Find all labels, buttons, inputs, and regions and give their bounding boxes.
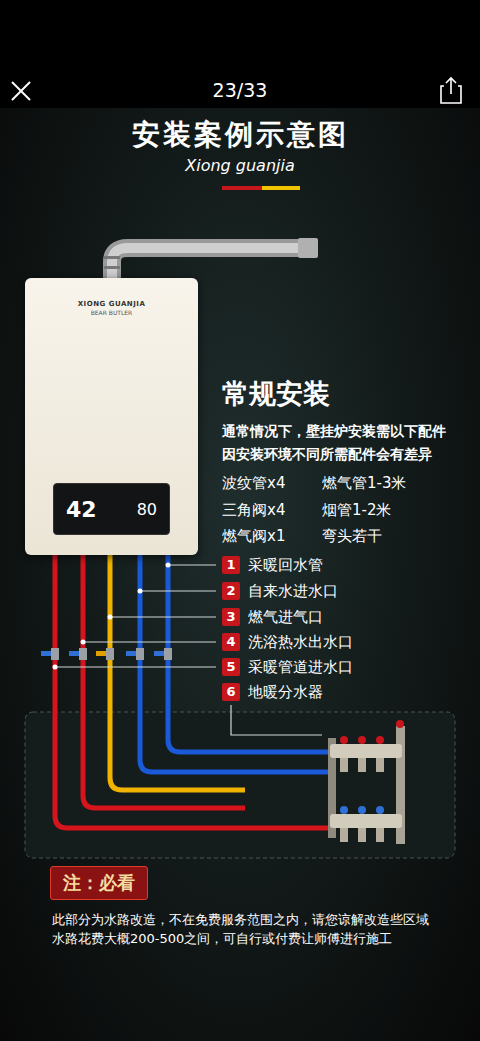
- manifold-port: [340, 758, 348, 772]
- callout-number: 3: [222, 608, 240, 626]
- control-display: 42 80: [53, 483, 170, 535]
- node-text: 42: [66, 497, 97, 522]
- close-stroke: [12, 82, 30, 100]
- valve-handle: [41, 651, 51, 656]
- node-text: 4: [225, 633, 237, 651]
- close-stroke: [12, 82, 30, 100]
- valve-handle: [69, 651, 79, 656]
- leader-dot: [138, 589, 143, 594]
- part-item: 弯头若干: [322, 527, 382, 546]
- callout-label: 采暖回水管: [248, 556, 323, 575]
- valve-body: [106, 648, 114, 660]
- manifold-cap: [396, 720, 404, 728]
- note-text: 此部分为水路改造，不在免费服务范围之内，请您谅解改造些区域水路花费大概200-5…: [52, 910, 437, 948]
- close-icon: [12, 82, 30, 100]
- section-heading: 常规安装: [222, 376, 330, 412]
- callout-label: 自来水进水口: [248, 582, 338, 601]
- node-text: 80: [137, 500, 157, 519]
- valve-body: [51, 648, 59, 660]
- intro-text: 通常情况下，壁挂炉安装需以下配件: [222, 423, 446, 441]
- floor-manifold: [328, 720, 405, 844]
- valve-handle: [96, 651, 106, 656]
- leader-line: [168, 564, 216, 565]
- leader-dots: [53, 563, 171, 670]
- callout-label: 燃气进气口: [248, 608, 323, 627]
- callout-number: 1: [222, 556, 240, 574]
- manifold-cap: [358, 806, 366, 814]
- callout-number: 2: [222, 582, 240, 600]
- leader-dot: [108, 615, 113, 620]
- callout-number: 6: [222, 683, 240, 701]
- part-item: 燃气阀x1: [222, 527, 285, 546]
- callout-label: 采暖管道进水口: [248, 658, 353, 677]
- page-counter: 23/33: [0, 79, 480, 101]
- valve-body: [79, 648, 87, 660]
- leader-line: [55, 666, 216, 667]
- part-item: 波纹管x4: [222, 474, 285, 493]
- callout-label: 洗浴热水出水口: [248, 633, 353, 652]
- node-text: 3: [225, 608, 237, 626]
- page-title: 安装案例示意图: [0, 116, 480, 154]
- node-text: 注：必看: [63, 871, 135, 895]
- flue-cap: [298, 238, 318, 258]
- valve-handle: [126, 651, 136, 656]
- valves: [41, 648, 172, 660]
- valve-body: [164, 648, 172, 660]
- accent-yellow: [262, 186, 300, 190]
- valve-body: [136, 648, 144, 660]
- leader-dot: [81, 640, 86, 645]
- node-text: 1: [225, 556, 237, 574]
- node-text: 2: [225, 582, 237, 600]
- part-item: 三角阀x4: [222, 501, 285, 520]
- callout-number: 4: [222, 633, 240, 651]
- callout-number: 5: [222, 658, 240, 676]
- flue-rib: [104, 266, 120, 269]
- manifold-cap: [376, 806, 384, 814]
- leader-line: [83, 641, 216, 642]
- node-text: 6: [225, 683, 237, 701]
- manifold-port: [358, 828, 366, 842]
- flue-rib: [104, 256, 120, 259]
- leader-dot: [53, 665, 58, 670]
- node-text: XIONG GUANJIA: [78, 300, 146, 308]
- intro-text: 因安装环境不同所需配件会有差异: [222, 446, 432, 464]
- manifold-cap: [376, 736, 384, 744]
- share-icon: [441, 78, 461, 103]
- manifold-port: [340, 828, 348, 842]
- boiler-unit: XIONG GUANJIABEAR BUTLER 42 80: [25, 278, 198, 555]
- node-text: BEAR BUTLER: [91, 309, 133, 316]
- part-item: 烟管1-2米: [322, 501, 392, 520]
- share-arrow: [446, 78, 456, 94]
- valve-handle: [154, 651, 164, 656]
- brand-subtitle: Xiong guanjia: [0, 156, 480, 175]
- leader-line: [140, 590, 216, 591]
- rework-zone: [25, 712, 455, 858]
- leader-line: [231, 705, 322, 735]
- accent-red: [222, 186, 262, 190]
- callout-label: 地暖分水器: [248, 683, 323, 702]
- part-item: 燃气管1-3米: [322, 474, 407, 493]
- manifold-bar: [330, 744, 402, 758]
- pipe-yellow: [110, 555, 245, 790]
- note-badge: 注：必看: [50, 866, 148, 900]
- manifold-cap: [340, 736, 348, 744]
- manifold-cap: [358, 736, 366, 744]
- manifold-cap: [340, 806, 348, 814]
- leader-line: [110, 616, 216, 617]
- manifold-port: [358, 758, 366, 772]
- manifold-port: [376, 828, 384, 842]
- leader-dot: [166, 563, 171, 568]
- node-text: 5: [225, 658, 237, 676]
- manifold-port: [376, 758, 384, 772]
- manifold-bar: [330, 814, 402, 828]
